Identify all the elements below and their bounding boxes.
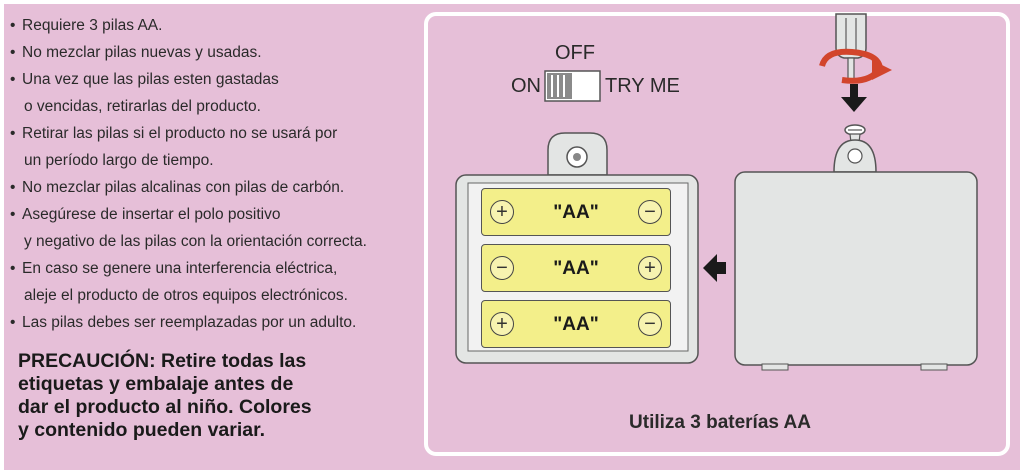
caution-warning: PRECAUCIÓN: Retire todas las etiquetas y… [18, 350, 418, 442]
battery-label: "AA" [553, 314, 599, 335]
caption: Utiliza 3 baterías AA [629, 412, 811, 433]
power-switch [544, 70, 601, 102]
left-arrow-icon [703, 254, 726, 282]
switch-on-label: ON [511, 75, 541, 97]
instruction-line: En caso se genere una interferencia eléc… [10, 255, 400, 282]
instruction-line: Requiere 3 pilas AA. [10, 12, 400, 39]
battery-terminal-symbol: − [638, 200, 662, 224]
battery-cell: + "AA" − [481, 300, 671, 348]
battery-diagram-frame [424, 12, 1010, 456]
instruction-line-continued: un período largo de tiempo. [24, 152, 214, 169]
instruction-line: No mezclar pilas alcalinas con pilas de … [10, 174, 400, 201]
battery-label: "AA" [553, 258, 599, 279]
battery-terminal-symbol: + [490, 312, 514, 336]
switch-try-me-label: TRY ME [605, 75, 680, 97]
instruction-line: No mezclar pilas nuevas y usadas. [10, 39, 400, 66]
instruction-line-continued: y negativo de las pilas con la orientaci… [24, 233, 367, 250]
instructions-list: Requiere 3 pilas AA. No mezclar pilas nu… [10, 12, 400, 336]
caution-line: etiquetas y embalaje antes de [18, 373, 294, 395]
battery-cover [734, 139, 978, 371]
battery-terminal-symbol: + [490, 200, 514, 224]
instruction-line: Retirar las pilas si el producto no se u… [10, 120, 400, 147]
instruction-line: Una vez que las pilas esten gastadas [10, 66, 400, 93]
down-arrow-icon [841, 84, 867, 112]
battery-cell: − "AA" + [481, 244, 671, 292]
caution-line: dar el producto al niño. Colores [18, 396, 312, 418]
battery-cell: + "AA" − [481, 188, 671, 236]
instruction-line: Las pilas debes ser reemplazadas por un … [10, 309, 400, 336]
instruction-line: Asegúrese de insertar el polo positivo [10, 201, 400, 228]
battery-label: "AA" [553, 202, 599, 223]
instruction-line-continued: o vencidas, retirarlas del producto. [24, 98, 261, 115]
screwdriver-icon [835, 13, 867, 83]
caution-line: y contenido pueden variar. [18, 419, 266, 441]
battery-terminal-symbol: + [638, 256, 662, 280]
switch-off-label: OFF [555, 42, 595, 64]
battery-terminal-symbol: − [490, 256, 514, 280]
battery-terminal-symbol: − [638, 312, 662, 336]
rotate-arrow-icon [819, 48, 892, 84]
caution-line: PRECAUCIÓN: Retire todas las [18, 350, 307, 372]
instruction-line-continued: aleje el producto de otros equipos elect… [24, 287, 348, 304]
